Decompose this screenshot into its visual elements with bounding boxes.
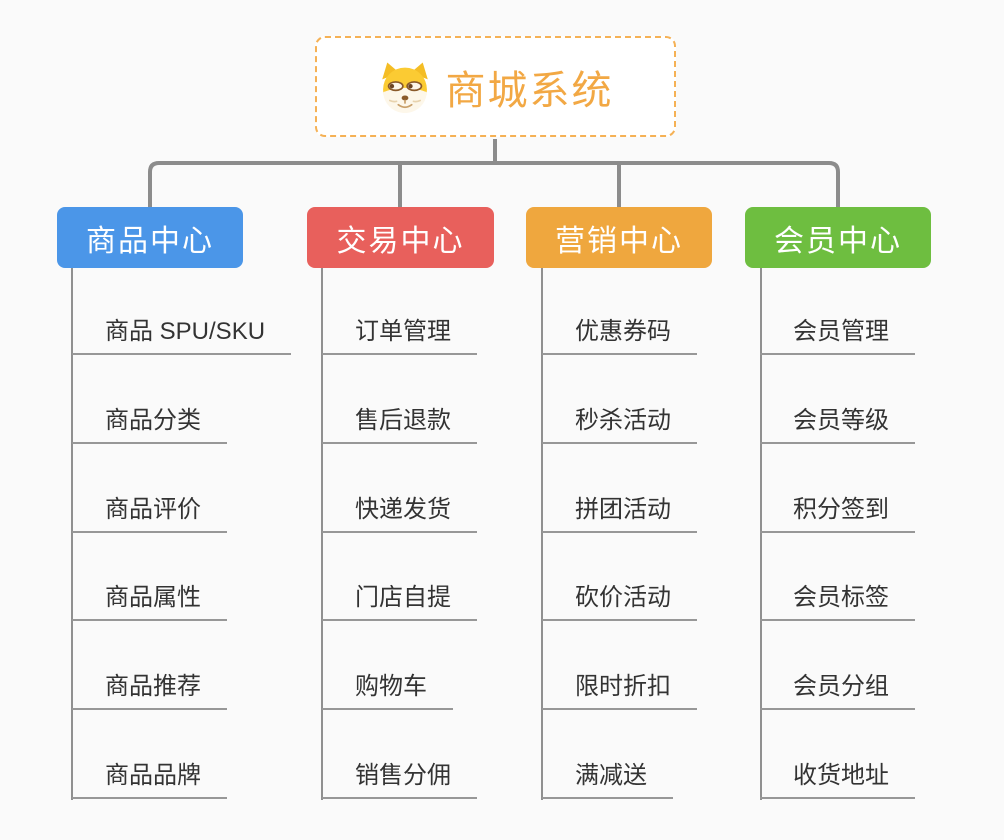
branch-node-member[interactable]: 会员中心 <box>745 207 931 268</box>
leaf-item[interactable]: 秒杀活动 <box>542 406 697 444</box>
leaf-item[interactable]: 拼团活动 <box>542 495 697 533</box>
leaf-item[interactable]: 积分签到 <box>760 495 915 533</box>
doge-icon <box>381 62 428 113</box>
leaf-item[interactable]: 商品 SPU/SKU <box>72 317 292 355</box>
leaf-item[interactable]: 限时折扣 <box>542 672 697 710</box>
leaf-item[interactable]: 会员分组 <box>760 672 915 710</box>
leaf-item[interactable]: 门店自提 <box>322 583 477 621</box>
leaf-item[interactable]: 优惠券码 <box>542 317 697 355</box>
leaf-item[interactable]: 砍价活动 <box>542 583 697 621</box>
root-title: 商城系统 <box>445 68 614 113</box>
leaf-item[interactable]: 商品品牌 <box>72 761 227 799</box>
leaf-item[interactable]: 购物车 <box>322 672 453 710</box>
leaf-item[interactable]: 会员标签 <box>760 583 915 621</box>
leaf-item[interactable]: 售后退款 <box>322 406 477 444</box>
leaf-item[interactable]: 订单管理 <box>322 317 477 355</box>
root-node[interactable]: 商城系统 <box>315 36 676 137</box>
leaf-item[interactable]: 销售分佣 <box>322 761 477 799</box>
leaf-item[interactable]: 会员等级 <box>760 406 915 444</box>
leaf-item[interactable]: 满减送 <box>542 761 673 799</box>
bracket-line <box>148 161 840 207</box>
leaf-item[interactable]: 商品评价 <box>72 495 227 533</box>
leaf-item[interactable]: 商品分类 <box>72 406 227 444</box>
branch-node-marketing[interactable]: 营销中心 <box>526 207 712 268</box>
branch-node-product[interactable]: 商品中心 <box>57 207 243 268</box>
branch-node-trade[interactable]: 交易中心 <box>307 207 494 268</box>
leaf-item[interactable]: 快递发货 <box>322 495 477 533</box>
leaf-item[interactable]: 会员管理 <box>760 317 915 355</box>
leaf-item[interactable]: 收货地址 <box>760 761 915 799</box>
leaf-item[interactable]: 商品推荐 <box>72 672 227 710</box>
leaf-item[interactable]: 商品属性 <box>72 583 227 621</box>
